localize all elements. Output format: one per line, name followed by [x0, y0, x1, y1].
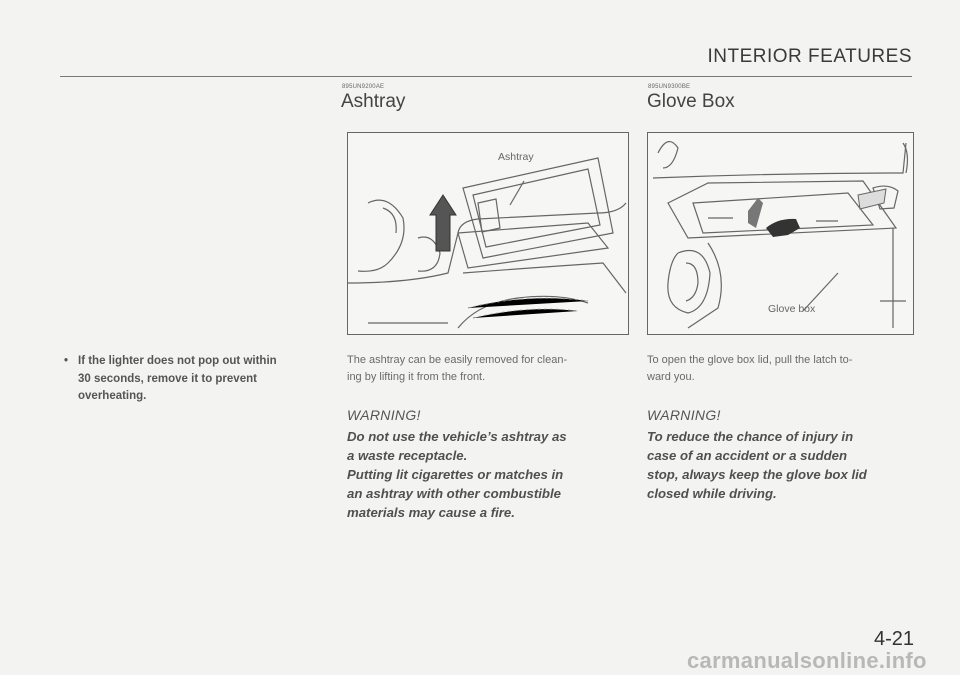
- glovebox-warning-body: To reduce the chance of injury in case o…: [647, 429, 867, 501]
- ashtray-figure: Ashtray: [347, 132, 629, 335]
- header-rule: [60, 76, 912, 77]
- glovebox-illustration: [652, 141, 909, 329]
- ashtray-body: The ashtray can be easily removed for cl…: [347, 354, 568, 383]
- section-header: INTERIOR FEATURES: [707, 46, 912, 67]
- glovebox-code: 895UN9300BE: [648, 84, 691, 90]
- glovebox-warning-title: WARNING!: [647, 407, 721, 423]
- glovebox-figure: Glove box: [647, 132, 914, 335]
- page-number: 4-21: [874, 628, 915, 650]
- ashtray-illustration: [348, 157, 627, 329]
- ashtray-warning-body: Do not use the vehicle’s ashtray as a wa…: [347, 429, 567, 520]
- ashtray-figure-label: Ashtray: [498, 151, 534, 163]
- ashtray-code: 895UN9200AE: [342, 84, 385, 90]
- watermark-link[interactable]: carmanualsonline.info: [687, 648, 927, 673]
- ashtray-warning-title: WARNING!: [347, 407, 421, 423]
- ashtray-title: Ashtray: [341, 91, 406, 112]
- glovebox-figure-label: Glove box: [768, 303, 816, 315]
- lighter-note-text: If the lighter does not pop out within 3…: [78, 355, 277, 402]
- bullet-dot: •: [64, 355, 69, 367]
- glovebox-title: Glove Box: [647, 91, 735, 112]
- glovebox-body: To open the glove box lid, pull the latc…: [647, 354, 853, 383]
